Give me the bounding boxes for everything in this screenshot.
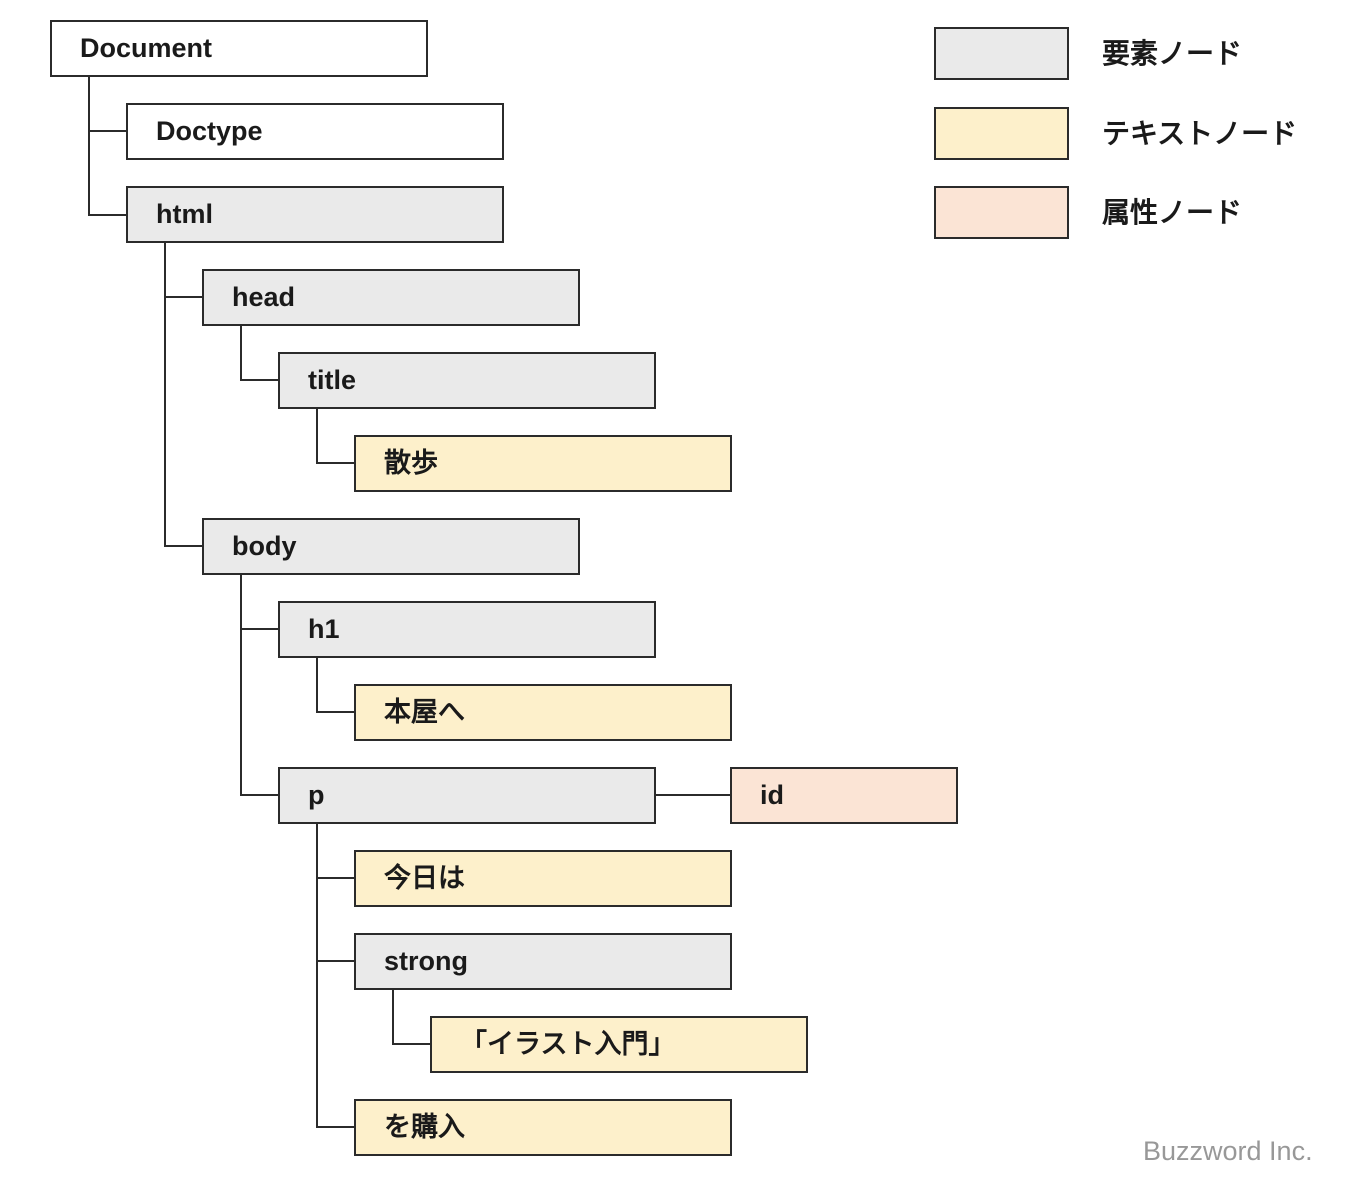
node-p-id-attribute-node: id (730, 767, 958, 824)
connector-title-children-vertical (316, 409, 318, 464)
connector-title-textnode (316, 462, 354, 464)
node-title: title (278, 352, 656, 409)
legend-swatch-attribute-node (934, 186, 1069, 239)
connector-head-children-vertical (240, 326, 242, 381)
connector-p-strong (316, 960, 354, 962)
node-h1-textnode: 本屋へ (354, 684, 732, 741)
connector-p-children-vertical (316, 824, 318, 1128)
node-p: p (278, 767, 656, 824)
connector-body-children-vertical (240, 575, 242, 796)
legend-label-text-node: テキストノード (1102, 118, 1298, 149)
connector-body-p (240, 794, 278, 796)
node-p-textnode-1: 今日は (354, 850, 732, 907)
connector-document-children-vertical (88, 77, 90, 216)
node-body: body (202, 518, 580, 575)
connector-h1-children-vertical (316, 658, 318, 713)
connector-p-textnode-1 (316, 877, 354, 879)
node-document: Document (50, 20, 428, 77)
connector-head-title (240, 379, 278, 381)
node-doctype: Doctype (126, 103, 504, 160)
node-head: head (202, 269, 580, 326)
connector-html-head (164, 296, 202, 298)
legend-swatch-element-node (934, 27, 1069, 80)
connector-p-id-attribute (656, 794, 730, 796)
legend-swatch-text-node (934, 107, 1069, 160)
credit-text: Buzzword Inc. (1143, 1136, 1313, 1166)
connector-document-html (88, 214, 126, 216)
node-p-textnode-2: を購入 (354, 1099, 732, 1156)
node-title-textnode: 散歩 (354, 435, 732, 492)
node-html: html (126, 186, 504, 243)
connector-p-textnode-2 (316, 1126, 354, 1128)
node-h1: h1 (278, 601, 656, 658)
connector-strong-children-vertical (392, 990, 394, 1045)
legend-label-attribute-node: 属性ノード (1102, 197, 1243, 228)
connector-h1-textnode (316, 711, 354, 713)
connector-html-children-vertical (164, 243, 166, 547)
connector-html-body (164, 545, 202, 547)
node-strong-textnode: 「イラスト入門」 (430, 1016, 808, 1073)
connector-document-doctype (88, 130, 126, 132)
legend-label-element-node: 要素ノード (1102, 38, 1243, 69)
connector-body-h1 (240, 628, 278, 630)
connector-strong-textnode (392, 1043, 430, 1045)
node-strong: strong (354, 933, 732, 990)
